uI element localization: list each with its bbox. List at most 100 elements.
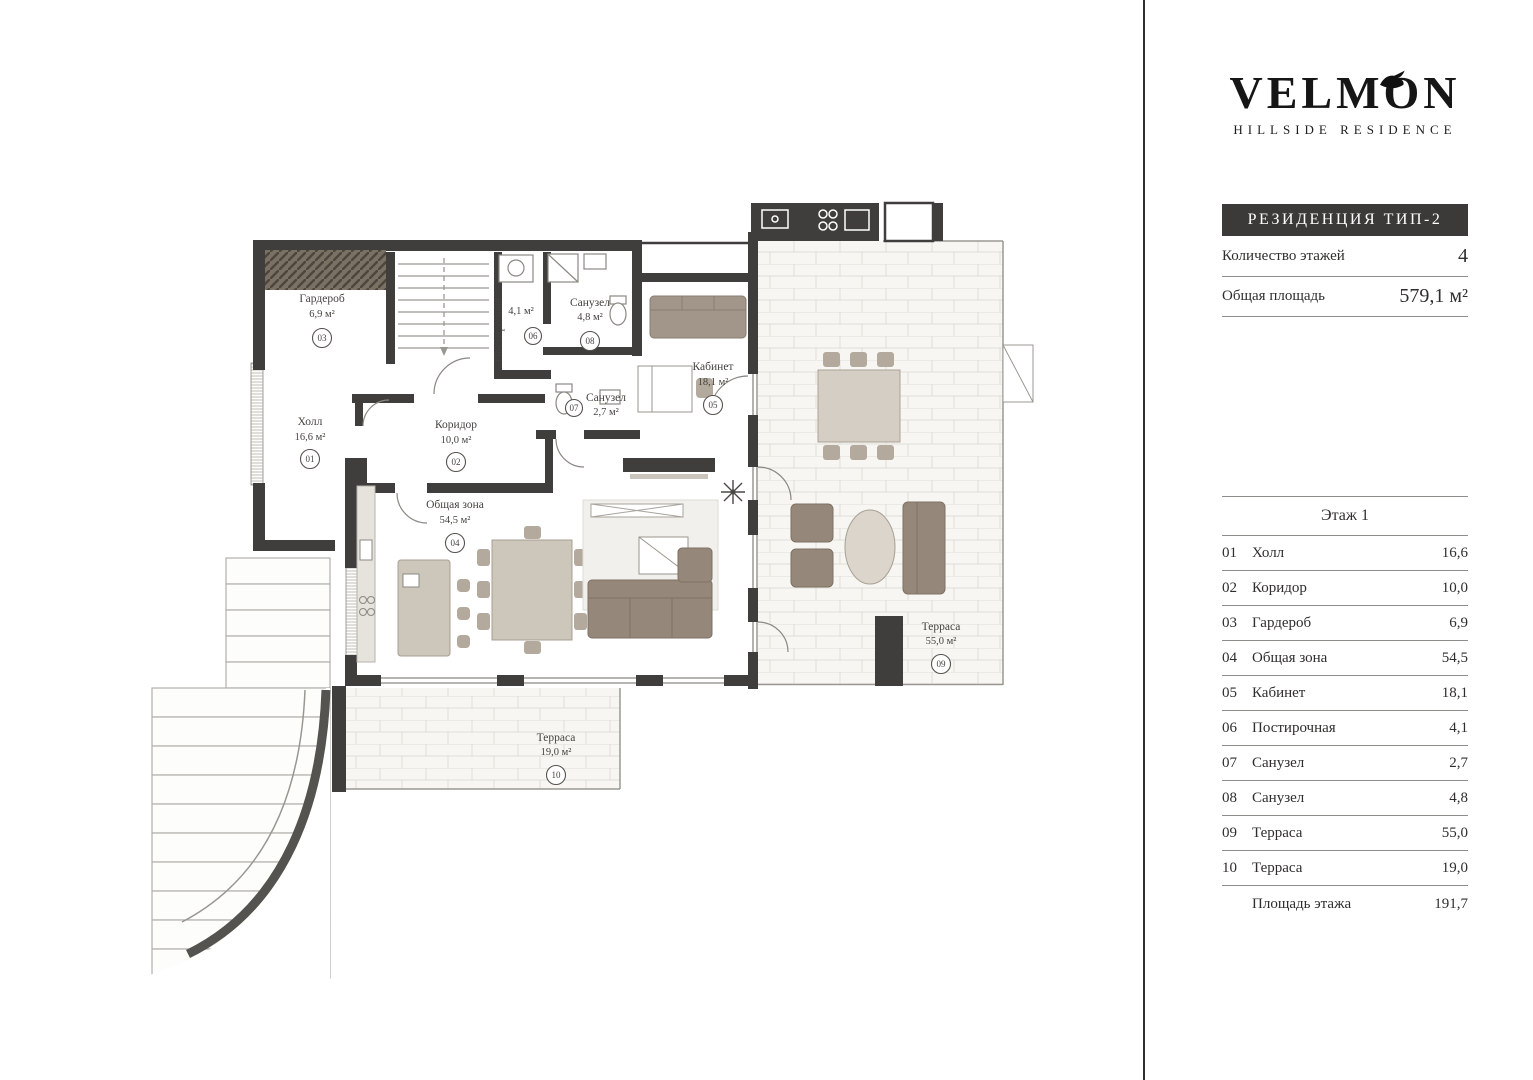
table-row-07: 07 Санузел 2,7 (1222, 746, 1468, 781)
svg-text:19,0 м²: 19,0 м² (541, 747, 572, 758)
stairs-curved-wall (186, 689, 331, 959)
cabinet-outline (638, 241, 751, 273)
interior-stairs (398, 258, 489, 356)
row-num: 03 (1222, 614, 1237, 631)
row-num: 06 (1222, 719, 1237, 736)
spec-area-value: 579,1 м² (1399, 284, 1468, 307)
svg-text:02: 02 (452, 457, 461, 467)
cabinet-sofa (649, 295, 747, 339)
row-name: Кабинет (1252, 684, 1306, 701)
floor-table-title: Этаж 1 (1222, 497, 1468, 536)
window-band-living (345, 562, 358, 658)
row-area: 16,6 (1441, 544, 1468, 561)
svg-text:09: 09 (937, 659, 947, 669)
spec-floors-label: Количество этажей (1222, 247, 1345, 264)
cabinet-furniture (637, 295, 747, 413)
row-area: 10,0 (1441, 579, 1468, 596)
kitchen-island (397, 559, 470, 657)
terrace-dining-set (817, 352, 901, 460)
spec-floors: Количество этажей 4 (1222, 236, 1468, 277)
svg-text:Постирочная: Постирочная (493, 297, 505, 362)
row-area: 4,8 (1449, 789, 1468, 806)
total-label: Площадь этажа (1252, 895, 1352, 912)
row-area: 4,1 (1449, 719, 1468, 736)
room-label-01: Холл 16,6 м² 01 (295, 416, 326, 470)
row-name: Постирочная (1252, 719, 1336, 736)
room-label-07: Санузел 2,7 м² 07 (564, 392, 626, 418)
row-num: 05 (1222, 684, 1237, 701)
row-num: 09 (1222, 824, 1237, 841)
room-label-06: Постирочная 4,1 м² 06 (493, 297, 543, 362)
floor-table: Этаж 1 01 Холл 16,6 02 Коридор 10,0 03 Г… (1222, 496, 1468, 922)
row-name: Санузел (1252, 754, 1305, 771)
stairs-mask (150, 688, 330, 1080)
outdoor-kitchen-window (883, 201, 935, 243)
room-label-05: Кабинет 18,1 м² 05 (693, 361, 734, 416)
brand-name-wrap: VELMON (1230, 70, 1461, 116)
svg-text:54,5 м²: 54,5 м² (440, 515, 471, 526)
svg-text:Гардероб: Гардероб (299, 293, 345, 305)
desk-chair (696, 378, 713, 398)
stairs-curved-rail (181, 689, 306, 923)
svg-text:08: 08 (586, 336, 596, 346)
row-area: 55,0 (1441, 824, 1468, 841)
svg-text:Санузел: Санузел (570, 297, 610, 309)
living-sofa-group (582, 474, 719, 639)
table-row-01: 01 Холл 16,6 (1222, 536, 1468, 571)
row-num: 08 (1222, 789, 1237, 806)
row-name: Общая зона (1252, 649, 1328, 666)
spec-area-label: Общая площадь (1222, 287, 1326, 304)
room-label-10: Терраса 19,0 м² 10 (537, 732, 575, 786)
row-num: 07 (1222, 754, 1237, 771)
window-band-hall (250, 362, 264, 486)
kitchen-counter (356, 485, 376, 663)
terrace-lounge-set (790, 501, 946, 595)
bathroom-08-fixtures (547, 253, 627, 326)
svg-text:04: 04 (451, 538, 461, 548)
row-name: Коридор (1252, 579, 1307, 596)
row-area: 2,7 (1449, 754, 1468, 771)
svg-text:Санузел: Санузел (586, 392, 626, 404)
svg-text:Кабинет: Кабинет (693, 361, 734, 373)
svg-text:18,1 м²: 18,1 м² (698, 377, 729, 388)
walls (253, 203, 943, 792)
svg-text:06: 06 (529, 331, 539, 341)
svg-text:Холл: Холл (298, 416, 323, 428)
table-row-05: 05 Кабинет 18,1 (1222, 676, 1468, 711)
svg-text:07: 07 (570, 403, 580, 413)
spec-area: Общая площадь 579,1 м² (1222, 276, 1468, 317)
terrace-10-floor (346, 688, 621, 790)
row-name: Терраса (1252, 824, 1303, 841)
row-num: 10 (1222, 859, 1237, 876)
svg-text:4,1 м²: 4,1 м² (508, 306, 534, 317)
svg-text:Коридор: Коридор (435, 419, 477, 431)
brand-logo: VELMON HILLSIDE RESIDENCE (1180, 70, 1510, 138)
floor-plan: Холл 16,6 м² 01 Коридор 10,0 м² 02 Гарде… (150, 201, 1034, 1080)
svg-text:16,6 м²: 16,6 м² (295, 432, 326, 443)
table-total-row: Площадь этажа 191,7 (1222, 886, 1468, 922)
row-num: 01 (1222, 544, 1237, 561)
row-name: Терраса (1252, 859, 1303, 876)
room-label-03: Гардероб 6,9 м² 03 (299, 293, 345, 349)
table-row-10: 10 Терраса 19,0 (1222, 851, 1468, 886)
room-label-08: Санузел 4,8 м² 08 (570, 297, 610, 352)
row-num: 04 (1222, 649, 1237, 666)
row-area: 18,1 (1441, 684, 1468, 701)
table-row-04: 04 Общая зона 54,5 (1222, 641, 1468, 676)
svg-text:2,7 м²: 2,7 м² (593, 407, 619, 418)
outdoor-kitchen-appliances (761, 209, 870, 231)
svg-text:03: 03 (318, 333, 328, 343)
room-label-04: Общая зона 54,5 м² 04 (426, 499, 484, 554)
room-label-09: Терраса 55,0 м² 09 (922, 621, 960, 675)
total-value: 191,7 (1434, 895, 1468, 912)
residence-type-title: РЕЗИДЕНЦИЯ ТИП-2 (1222, 204, 1468, 236)
row-name: Санузел (1252, 789, 1305, 806)
svg-text:01: 01 (306, 454, 315, 464)
door-arcs (362, 357, 792, 653)
spec-floors-value: 4 (1458, 244, 1468, 267)
row-num: 02 (1222, 579, 1237, 596)
vertical-divider (1143, 0, 1145, 1080)
svg-text:6,9 м²: 6,9 м² (309, 309, 335, 320)
brand-tagline: HILLSIDE RESIDENCE (1233, 122, 1457, 137)
svg-text:10,0 м²: 10,0 м² (441, 435, 472, 446)
